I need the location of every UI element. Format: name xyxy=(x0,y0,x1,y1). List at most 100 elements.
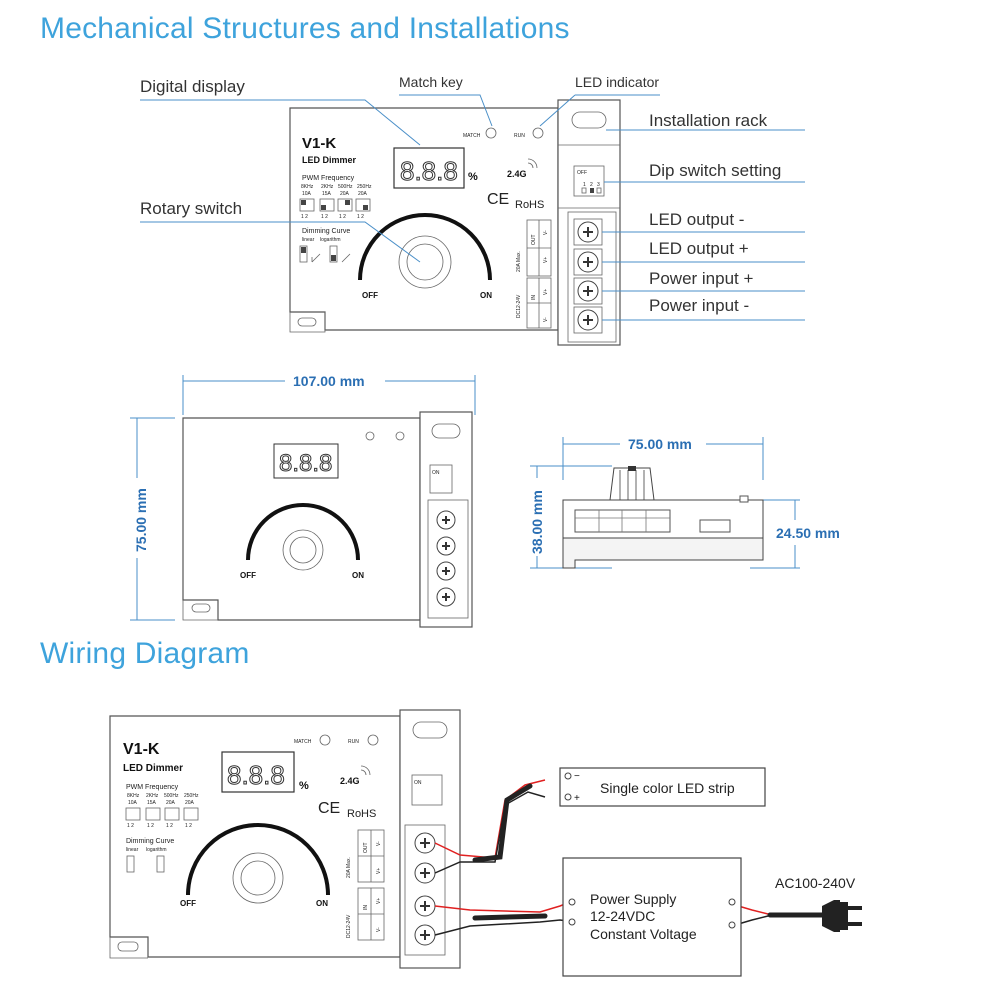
svg-text:2.4G: 2.4G xyxy=(340,776,360,786)
svg-text:250Hz: 250Hz xyxy=(184,793,199,799)
svg-text:8.8.8: 8.8.8 xyxy=(227,760,285,790)
callout-led-output-minus: LED output - xyxy=(649,210,744,229)
psu-line3: Constant Voltage xyxy=(590,926,697,942)
ac-label: AC100-240V xyxy=(775,875,856,891)
rotary-knob xyxy=(398,235,452,289)
svg-text:1: 1 xyxy=(583,182,586,188)
led-strip: − + Single color LED strip xyxy=(559,767,766,807)
svg-text:RUN: RUN xyxy=(514,133,525,139)
svg-text:linear: linear xyxy=(302,237,315,243)
svg-text:1 2: 1 2 xyxy=(127,823,134,829)
svg-text:1 2: 1 2 xyxy=(357,214,364,220)
svg-text:V+: V+ xyxy=(543,289,549,295)
wireless-icon xyxy=(527,158,538,169)
svg-text:V-: V- xyxy=(543,317,549,322)
callout-digital-display: Digital display xyxy=(140,77,245,96)
callout-installation-rack: Installation rack xyxy=(649,111,768,130)
svg-text:OUT: OUT xyxy=(531,234,537,245)
svg-text:V-: V- xyxy=(543,230,549,235)
svg-text:500Hz: 500Hz xyxy=(338,184,353,190)
dim-width: 107.00 mm xyxy=(293,373,365,389)
svg-text:OFF: OFF xyxy=(362,291,378,300)
svg-text:8.8.8: 8.8.8 xyxy=(400,156,458,186)
dim-side-height: 38.00 mm xyxy=(529,490,545,554)
svg-text:V-: V- xyxy=(376,841,382,846)
svg-text:1 2: 1 2 xyxy=(321,214,328,220)
callout-power-input-plus: Power input + xyxy=(649,269,753,288)
svg-text:ON: ON xyxy=(352,571,364,580)
svg-text:15A: 15A xyxy=(147,800,157,806)
callout-power-input-minus: Power input - xyxy=(649,296,749,315)
svg-text:V+: V+ xyxy=(376,898,382,904)
svg-text:+: + xyxy=(574,793,580,804)
svg-text:ON: ON xyxy=(432,470,440,476)
digital-display: 8.8.8 % xyxy=(393,147,478,189)
svg-text:RoHS: RoHS xyxy=(347,808,376,820)
svg-text:ON: ON xyxy=(480,291,492,300)
svg-text:OUT: OUT xyxy=(363,842,369,853)
dimension-front-view: 107.00 mm 75.00 mm ON 8.8.8 OFF ON xyxy=(130,373,476,628)
svg-text:LED Dimmer: LED Dimmer xyxy=(123,763,183,774)
svg-text:%: % xyxy=(468,171,478,183)
svg-text:500Hz: 500Hz xyxy=(164,793,179,799)
svg-text:20A: 20A xyxy=(166,800,176,806)
dimming-arc xyxy=(358,213,492,281)
svg-text:IN: IN xyxy=(363,905,369,910)
subtitle-label: LED Dimmer xyxy=(302,155,357,165)
svg-text:OFF: OFF xyxy=(240,571,256,580)
run-led-icon xyxy=(532,127,544,139)
power-supply: Power Supply 12-24VDC Constant Voltage xyxy=(562,857,742,977)
psu-line2: 12-24VDC xyxy=(590,908,655,924)
svg-text:linear: linear xyxy=(126,847,139,853)
svg-text:8.8.8: 8.8.8 xyxy=(279,450,332,477)
svg-text:ON: ON xyxy=(414,780,422,786)
svg-text:20A: 20A xyxy=(340,191,350,197)
svg-text:MATCH: MATCH xyxy=(463,133,481,139)
svg-text:8KHz: 8KHz xyxy=(127,793,140,799)
svg-text:PWM Frequency: PWM Frequency xyxy=(126,784,179,791)
svg-text:−: − xyxy=(574,771,580,782)
svg-text:20A: 20A xyxy=(358,191,368,197)
svg-text:1 2: 1 2 xyxy=(185,823,192,829)
dim-side-depth: 24.50 mm xyxy=(776,525,840,541)
svg-text:10A: 10A xyxy=(128,800,138,806)
svg-text:IN: IN xyxy=(531,295,537,300)
svg-text:20A Max.: 20A Max. xyxy=(516,251,522,272)
svg-text:1 2: 1 2 xyxy=(301,214,308,220)
svg-text:15A: 15A xyxy=(322,191,332,197)
svg-text:3: 3 xyxy=(597,182,600,188)
svg-text:1 2: 1 2 xyxy=(339,214,346,220)
svg-text:CE: CE xyxy=(318,800,340,817)
callout-match-key: Match key xyxy=(399,74,463,90)
front-view-device: OFF 1 2 3 V1-K LED Dimmer PWM Frequency … xyxy=(289,99,621,346)
ac-plug-icon: AC100-240V xyxy=(775,875,862,932)
svg-text:2KHz: 2KHz xyxy=(146,793,159,799)
svg-text:RUN: RUN xyxy=(348,739,359,745)
callout-led-output-plus: LED output + xyxy=(649,239,749,258)
svg-text:%: % xyxy=(299,780,309,792)
svg-text:ON: ON xyxy=(316,899,328,908)
svg-text:V1-K: V1-K xyxy=(123,741,160,758)
svg-text:logarithm: logarithm xyxy=(320,237,341,243)
svg-text:RoHS: RoHS xyxy=(515,199,544,211)
wiring-device: ON V1-K LED Dimmer PWM Frequency 8KHz 2K… xyxy=(109,709,461,969)
svg-text:1 2: 1 2 xyxy=(147,823,154,829)
rack-dip-switch: OFF 1 2 3 xyxy=(573,165,605,197)
svg-text:8KHz: 8KHz xyxy=(301,184,314,190)
callouts: Digital display Match key LED indicator … xyxy=(140,74,805,321)
svg-text:V+: V+ xyxy=(376,868,382,874)
callout-dip-switch: Dip switch setting xyxy=(649,161,781,180)
svg-text:Dimming Curve: Dimming Curve xyxy=(302,228,350,235)
svg-text:250Hz: 250Hz xyxy=(357,184,372,190)
mechanical-section-title: Mechanical Structures and Installations xyxy=(40,12,570,45)
dim-side-width: 75.00 mm xyxy=(628,436,692,452)
svg-text:2: 2 xyxy=(590,182,593,188)
callout-rotary-switch: Rotary switch xyxy=(140,199,242,218)
svg-text:2KHz: 2KHz xyxy=(321,184,334,190)
svg-text:V+: V+ xyxy=(543,257,549,263)
led-strip-label: Single color LED strip xyxy=(600,780,735,796)
svg-text:CE: CE xyxy=(487,191,509,208)
dimension-side-view: 75.00 mm 38.00 mm 24.50 mm xyxy=(529,436,840,569)
svg-text:PWM Frequency: PWM Frequency xyxy=(302,175,355,182)
